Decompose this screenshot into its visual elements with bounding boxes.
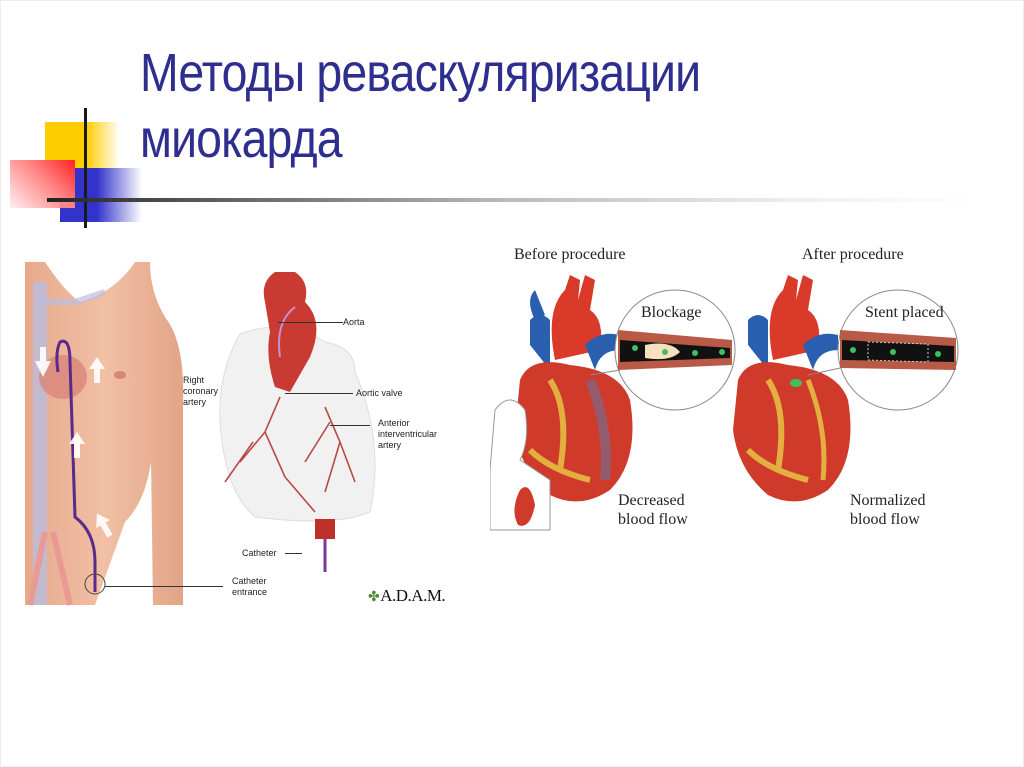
slide-title: Методы реваскуляризации миокарда — [140, 40, 880, 172]
stent-placed-label: Stent placed — [865, 304, 944, 321]
deco-vertical-line — [84, 108, 87, 228]
anterior-artery-leader — [330, 425, 370, 426]
label-right-coronary-artery: Right coronary artery — [183, 375, 219, 407]
before-heart — [490, 275, 736, 531]
label-catheter-entrance: Catheter entrance — [232, 576, 268, 597]
adam-leaf-icon: ✤ — [368, 590, 380, 605]
aorta-leader — [278, 322, 343, 323]
after-heart — [733, 275, 959, 502]
title-line-2: миокарда — [140, 109, 343, 169]
label-aortic-valve: Aortic valve — [356, 388, 403, 398]
adam-credit: ✤A.D.A.M. — [368, 586, 446, 606]
aortic-valve-leader — [285, 393, 353, 394]
blockage-label: Blockage — [641, 304, 702, 321]
after-procedure-heading: After procedure — [802, 246, 904, 263]
label-anterior-interventricular-artery: Anterior interventricular artery — [378, 418, 438, 450]
body-heart-illustration — [25, 262, 376, 606]
before-procedure-heading: Before procedure — [514, 246, 626, 263]
label-catheter: Catheter — [242, 548, 277, 558]
label-aorta: Aorta — [343, 317, 365, 327]
decreased-blood-flow-caption: Decreased blood flow — [618, 492, 688, 528]
title-line-1: Методы реваскуляризации — [140, 43, 701, 103]
title-divider-line — [47, 198, 972, 202]
adam-credit-text: A.D.A.M. — [380, 586, 446, 605]
stent-hearts-illustration — [490, 275, 959, 531]
normalized-blood-flow-caption: Normalized blood flow — [850, 492, 926, 528]
catheter-entrance-leader — [105, 586, 223, 587]
catheter-leader — [285, 553, 302, 554]
